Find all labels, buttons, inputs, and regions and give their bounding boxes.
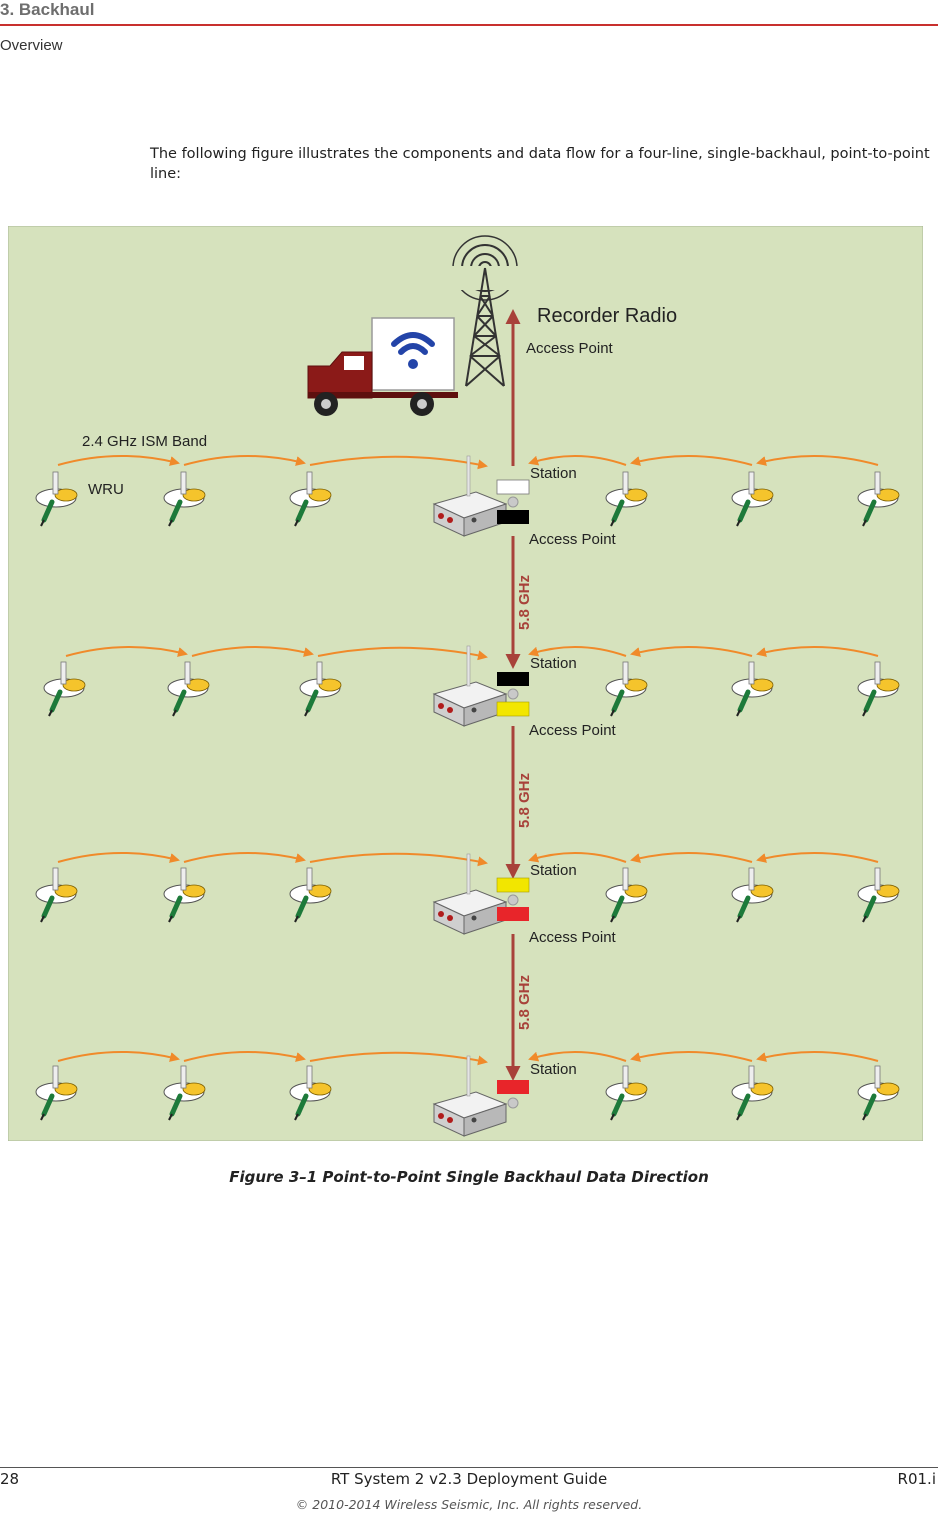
line-3: Station Access Point	[36, 852, 899, 946]
document-title: RT System 2 v2.3 Deployment Guide	[330, 1470, 608, 1488]
recorder-access-point-label: Access Point	[526, 340, 614, 357]
station-label: Station	[530, 862, 577, 879]
figure-caption: Figure 3–1 Point-to-Point Single Backhau…	[229, 1168, 709, 1186]
access-point-swatch	[497, 510, 529, 524]
subsection-title: Overview	[0, 37, 63, 54]
band-label: 2.4 GHz ISM Band	[82, 433, 207, 450]
recorder-truck	[307, 317, 458, 416]
figure-background	[8, 226, 923, 1141]
station-swatch	[497, 1080, 529, 1094]
freq-label-3: 5.8 GHz	[516, 975, 533, 1030]
line-4: Station	[36, 1051, 899, 1137]
line-1: Station Access Point	[36, 455, 899, 548]
access-point-swatch	[496, 701, 530, 717]
station-label: Station	[530, 1061, 577, 1078]
radio-tower	[448, 235, 522, 387]
freq-label-2: 5.8 GHz	[516, 773, 533, 828]
freq-label-1: 5.8 GHz	[516, 575, 533, 630]
header-rule	[0, 24, 938, 26]
recorder-radio-label: Recorder Radio	[537, 305, 677, 327]
backhaul-figure: Recorder Radio Access Point 2.4 GHz ISM …	[8, 226, 923, 1141]
station-swatch	[496, 877, 530, 893]
access-point-label: Access Point	[529, 722, 617, 739]
access-point-label: Access Point	[529, 531, 617, 548]
revision-label: R01.i	[897, 1470, 936, 1488]
intro-paragraph: The following figure illustrates the com…	[150, 146, 930, 182]
line-2: Station Access Point	[44, 645, 899, 739]
section-title: 3. Backhaul	[0, 0, 95, 19]
station-label: Station	[530, 465, 577, 482]
copyright-notice: © 2010-2014 Wireless Seismic, Inc. All r…	[295, 1497, 643, 1512]
page-number: 28	[0, 1470, 20, 1488]
access-point-swatch	[497, 907, 529, 921]
station-swatch	[496, 479, 530, 495]
wru-label: WRU	[88, 481, 124, 498]
station-label: Station	[530, 655, 577, 672]
access-point-label: Access Point	[529, 929, 617, 946]
station-swatch	[497, 672, 529, 686]
footer-rule	[0, 1467, 938, 1468]
